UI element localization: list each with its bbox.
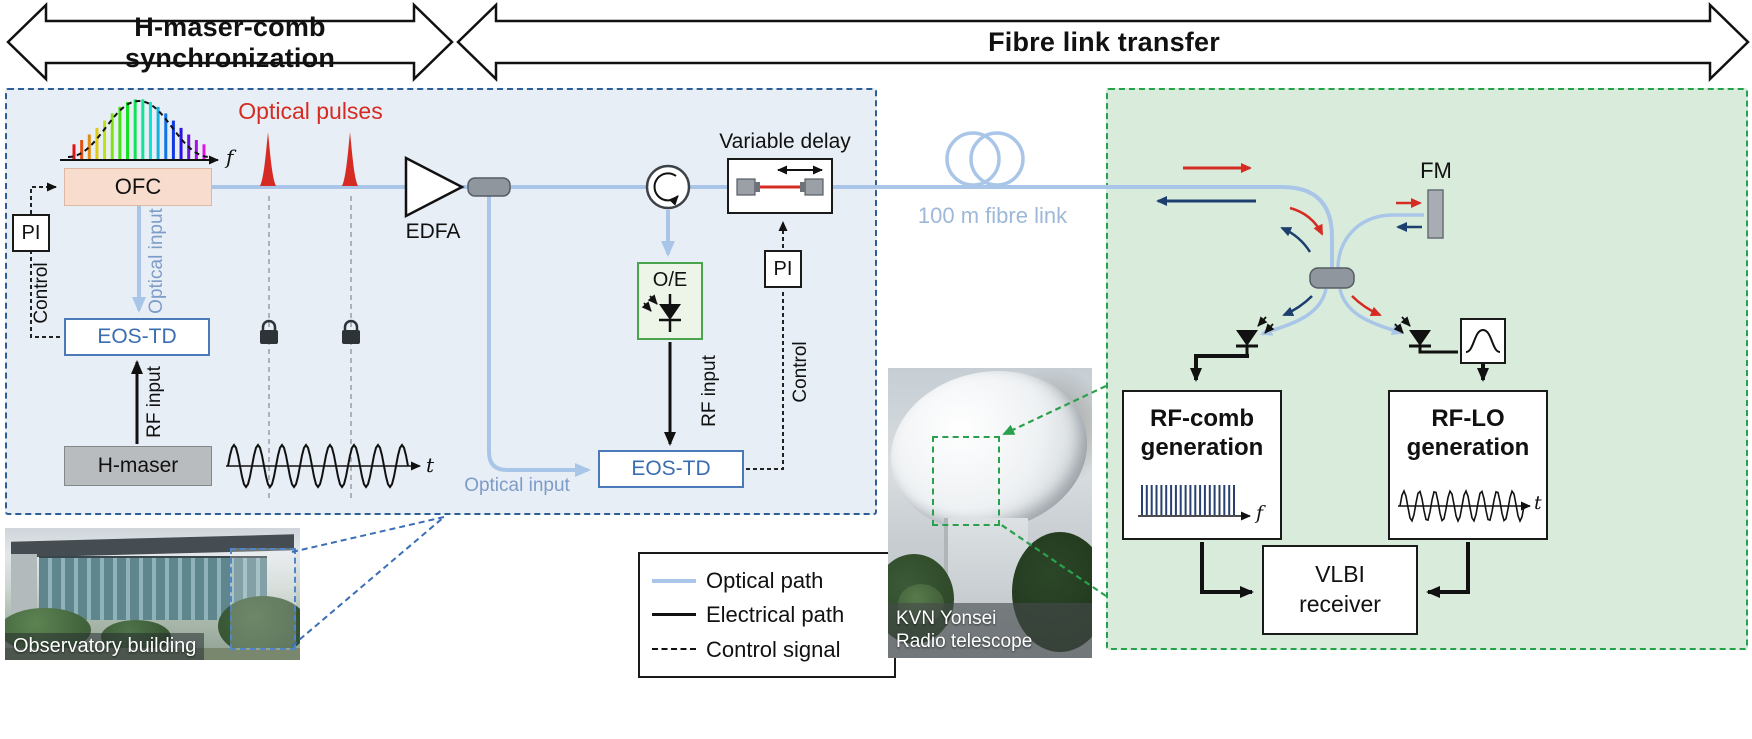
h-maser-sine bbox=[227, 443, 409, 489]
control-label: Control bbox=[31, 262, 53, 324]
photodiode-icon bbox=[1393, 316, 1431, 348]
vlbi-receiver-box: VLBI receiver bbox=[1262, 545, 1418, 635]
rf-comb-generation-box: RF-comb generation bbox=[1122, 390, 1282, 540]
pd1-electrical-line bbox=[1190, 354, 1249, 382]
padlock-icon bbox=[342, 319, 360, 344]
header-right-label: Fibre link transfer bbox=[988, 27, 1220, 58]
rflo-to-vlbi-arrow bbox=[1426, 542, 1470, 598]
legend-row-optical: Optical path bbox=[652, 568, 882, 593]
photodiode-icon bbox=[1236, 316, 1275, 356]
optical-path-line-sample bbox=[652, 578, 696, 583]
legend-electrical-label: Electrical path bbox=[706, 602, 845, 628]
remote-site-panel bbox=[1106, 88, 1748, 650]
optical-pulses-label: Optical pulses bbox=[238, 97, 383, 124]
edfa-label: EDFA bbox=[405, 219, 461, 243]
header-arrow-right bbox=[456, 2, 1750, 82]
padlock-icon bbox=[260, 319, 278, 344]
ofc-spectrum-comb bbox=[72, 99, 206, 159]
kvn-highlight-box bbox=[932, 436, 1000, 526]
control-line-eostd2-to-pi bbox=[746, 292, 784, 470]
legend-optical-label: Optical path bbox=[706, 568, 824, 594]
pi-controller-box: PI bbox=[12, 214, 50, 252]
kvn-caption-line1: KVN Yonsei bbox=[896, 607, 997, 629]
frequency-axis-label: f bbox=[226, 145, 234, 169]
eos-td-box: EOS-TD bbox=[598, 450, 744, 488]
fibre-link-label: 100 m fibre link bbox=[917, 203, 1068, 229]
control-line-eostd-to-pi bbox=[30, 252, 60, 338]
legend-row-control: Control signal bbox=[652, 637, 882, 662]
ofc-box: OFC bbox=[64, 168, 212, 206]
optical-pulse-icon bbox=[260, 132, 276, 186]
rf-input-label: RF input bbox=[144, 366, 166, 438]
electrical-path-line-sample bbox=[652, 613, 696, 617]
control-signal-line-sample bbox=[652, 648, 696, 651]
legend-control-label: Control signal bbox=[706, 636, 841, 662]
optical-main-line bbox=[212, 185, 1334, 268]
branch-to-pd1 bbox=[1260, 288, 1328, 336]
return-light-arrow bbox=[1282, 295, 1313, 317]
fibre-coil-icon bbox=[945, 131, 1025, 187]
observatory-photo: Observatory building bbox=[5, 528, 300, 660]
edfa-amplifier-icon bbox=[404, 155, 465, 219]
optical-input-label: Optical input bbox=[146, 208, 168, 314]
fm-label: FM bbox=[1420, 158, 1452, 184]
oe-converter-box: O/E bbox=[637, 262, 703, 340]
optical-drop-line bbox=[487, 196, 591, 477]
optical-pulse-icon bbox=[342, 132, 358, 186]
rfcomb-to-vlbi-arrow bbox=[1200, 542, 1254, 598]
faraday-mirror-icon bbox=[1427, 189, 1444, 239]
coupler-icon bbox=[467, 177, 511, 197]
observatory-highlight-box bbox=[230, 548, 296, 650]
forward-light-arrow bbox=[1351, 295, 1382, 317]
eos-td-box: EOS-TD bbox=[64, 318, 210, 356]
rf-lo-generation-box: RF-LO generation bbox=[1388, 390, 1548, 540]
kvn-caption: KVN Yonsei Radio telescope bbox=[888, 602, 1092, 658]
bandpass-filter-box bbox=[1460, 318, 1506, 364]
return-light-arrow bbox=[1280, 226, 1312, 253]
branch-to-fm bbox=[1336, 213, 1424, 269]
kvn-telescope-photo: KVN Yonsei Radio telescope bbox=[888, 368, 1092, 658]
legend: Optical path Electrical path Control sig… bbox=[638, 552, 896, 678]
variable-delay-box bbox=[727, 158, 833, 214]
frequency-axis-label: f bbox=[1256, 502, 1264, 524]
time-axis-label: t bbox=[426, 453, 435, 477]
control-label: Control bbox=[790, 341, 812, 403]
control-line-pi-to-ofc bbox=[30, 182, 57, 214]
forward-light-arrow bbox=[1289, 206, 1324, 236]
kvn-caption-line2: Radio telescope bbox=[896, 631, 1033, 653]
spectrum-envelope bbox=[67, 99, 211, 158]
header-left-label: H-maser-comb synchronization bbox=[30, 12, 430, 73]
pd2-electrical-line bbox=[1418, 346, 1458, 354]
time-axis-label: t bbox=[1534, 492, 1542, 514]
building-wall bbox=[11, 554, 37, 618]
h-maser-box: H-maser bbox=[64, 446, 212, 486]
coupler-icon bbox=[1309, 267, 1355, 289]
observatory-caption: Observatory building bbox=[5, 633, 205, 660]
legend-row-electrical: Electrical path bbox=[652, 602, 882, 627]
optical-input-label: Optical input bbox=[464, 475, 570, 497]
pi-controller-box: PI bbox=[764, 250, 802, 288]
header-arrow-left bbox=[6, 2, 454, 82]
circulator-icon bbox=[645, 164, 691, 210]
rf-input-label: RF input bbox=[699, 355, 721, 427]
variable-delay-label: Variable delay bbox=[719, 129, 851, 153]
